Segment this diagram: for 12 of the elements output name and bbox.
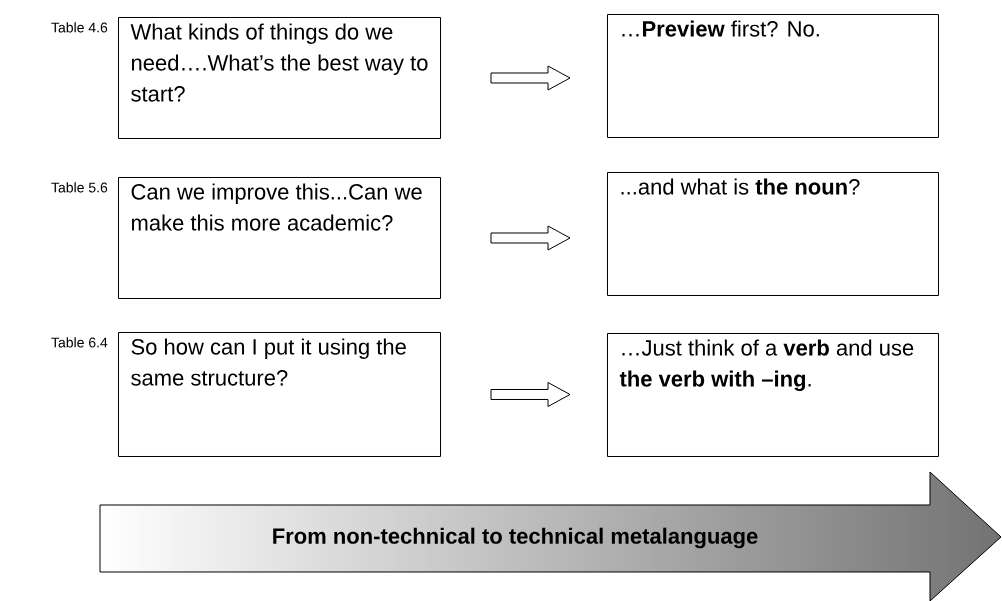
table-label: Table 4.6 [51,22,108,33]
text-box: …Just think of a verb and use the verb with –ing. [607,333,939,457]
text-box: ...and what is the noun? [607,172,939,296]
text-box: So how can I put it using the same structure? [118,332,441,457]
text-box: Can we improve this...Can we make this more academic? [118,177,441,299]
text-box: What kinds of things do we need….What’s the best way to start? [118,17,441,139]
text-box: …Preview first? No. [607,14,939,138]
block-arrow [490,382,571,407]
block-arrow [490,225,571,251]
block-arrow [490,65,571,91]
table-label: Table 5.6 [51,182,108,193]
table-label: Table 6.4 [51,337,108,348]
